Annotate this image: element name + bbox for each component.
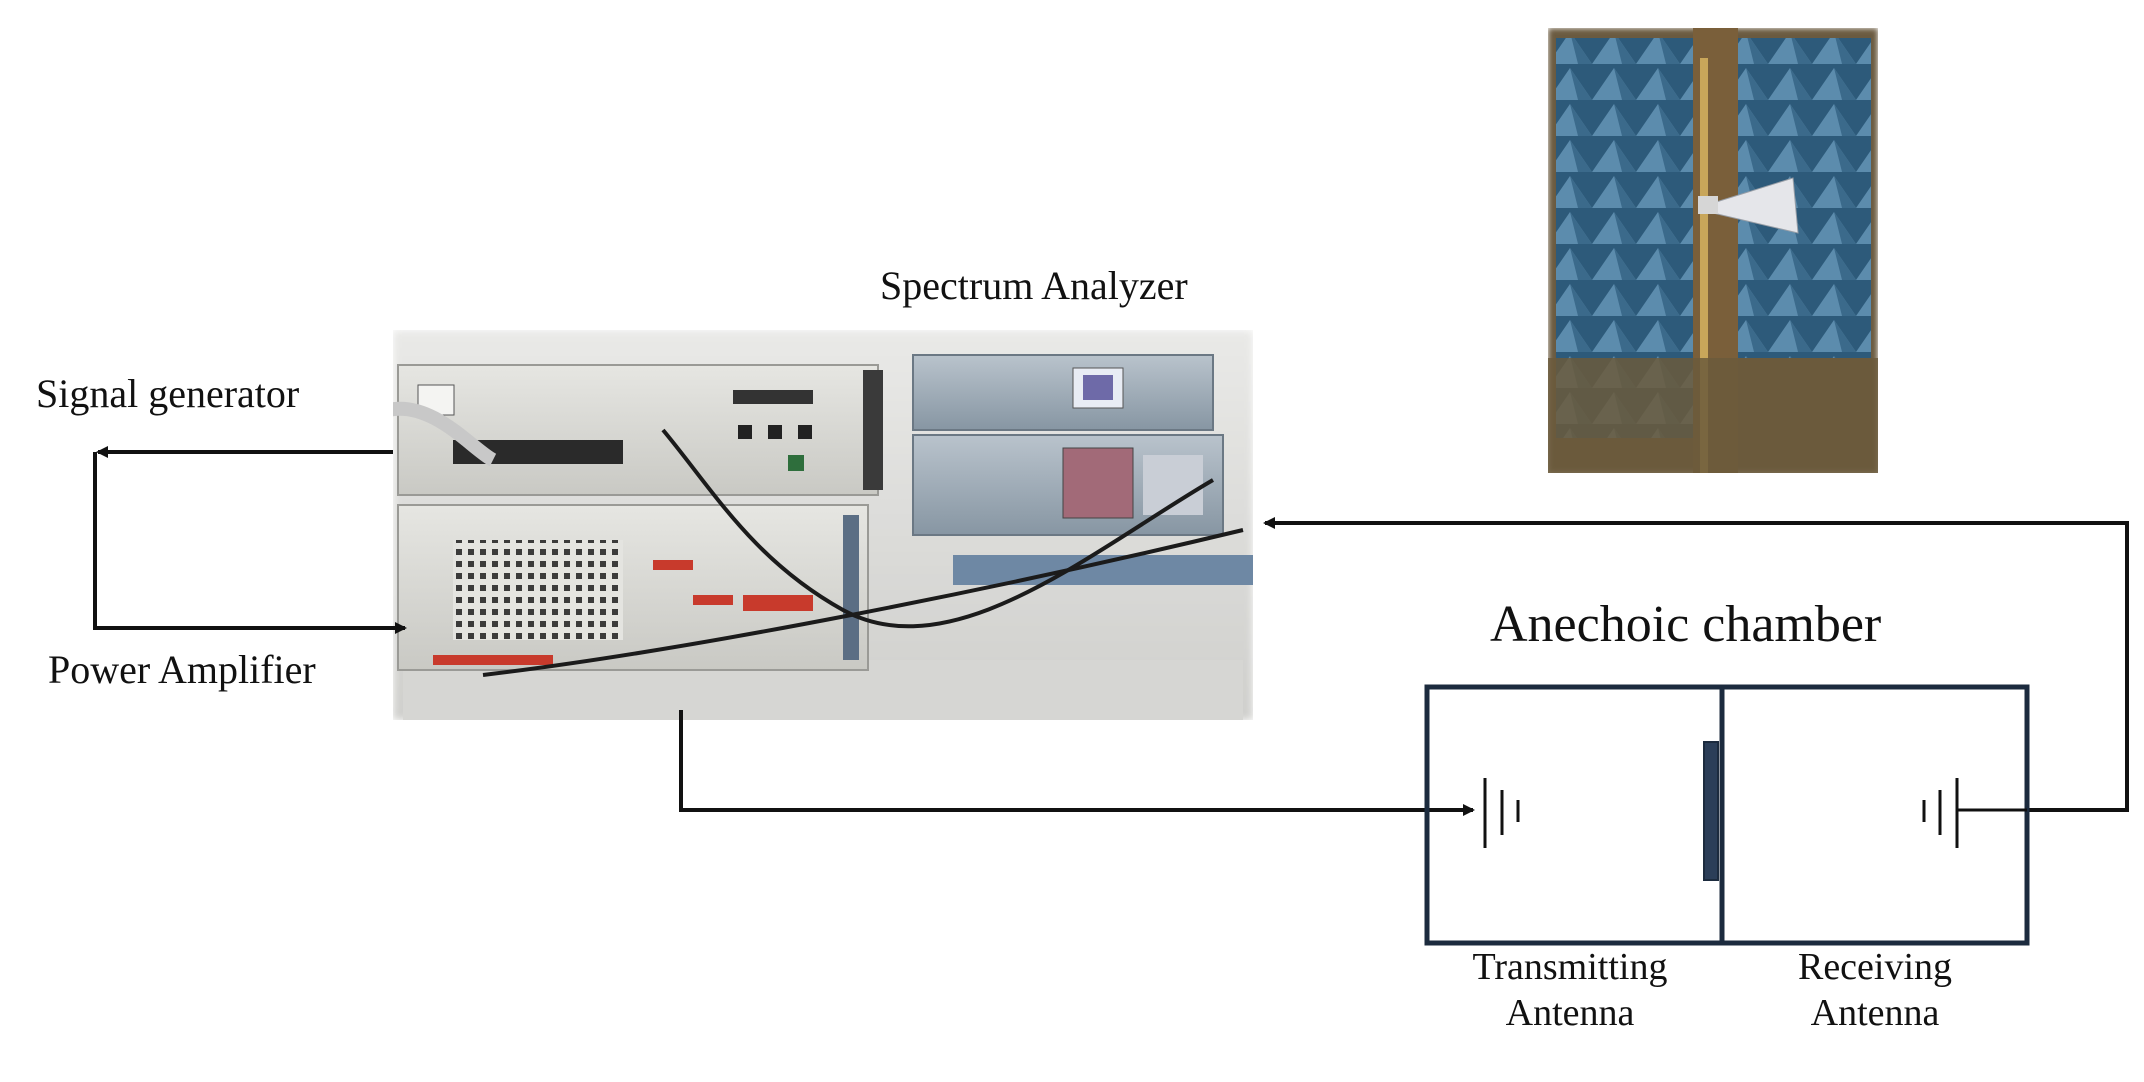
transmitting-label-line2: Antenna	[1505, 992, 1635, 1034]
transmitting-antenna-label: Transmitting Antenna	[1440, 944, 1700, 1036]
power-amplifier-label: Power Amplifier	[48, 647, 316, 692]
signal-generator-label: Signal generator	[36, 371, 300, 416]
receiving-label-line1: Receiving	[1797, 946, 1953, 988]
transmitting-label-line1: Transmitting	[1472, 946, 1668, 988]
lab-equipment-photo	[393, 330, 1253, 720]
anechoic-chamber-photo	[1548, 28, 1878, 473]
receiving-label-line2: Antenna	[1810, 992, 1940, 1034]
loop-connector	[93, 452, 407, 634]
spectrum-analyzer-label: Spectrum Analyzer	[880, 263, 1188, 308]
transmitting-antenna-icon	[1483, 778, 1520, 848]
spectrum-analyzer-device	[912, 354, 1253, 585]
receiving-to-analyzer-line	[1263, 517, 2129, 812]
anechoic-chamber-box	[1424, 684, 2030, 946]
anechoic-chamber-label: Anechoic chamber	[1490, 596, 1882, 653]
amplifier-to-transmitter-line	[679, 710, 1475, 816]
power-amplifier-device	[397, 504, 869, 671]
receiving-antenna-label: Receiving Antenna	[1745, 944, 2005, 1036]
receiving-antenna-icon	[1922, 778, 2027, 848]
